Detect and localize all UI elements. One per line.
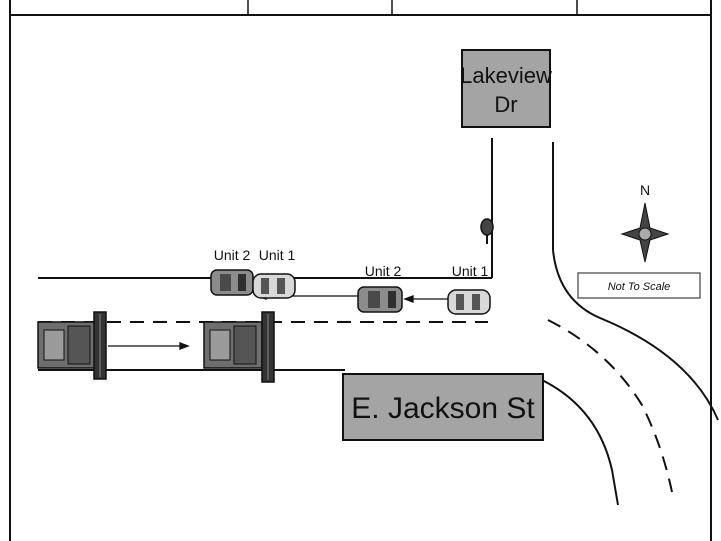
unit2-before-label: Unit 2 (365, 263, 402, 279)
corner-curve-south (541, 379, 619, 506)
unit1-before-label: Unit 1 (452, 263, 489, 279)
corner-curve-east (552, 249, 719, 421)
lakeview-sign-line2: Dr (494, 92, 517, 117)
unit1-impact-car (252, 273, 296, 299)
unit1-impact-label: Unit 1 (259, 247, 296, 263)
jackson-sign: E. Jackson St (342, 373, 544, 441)
unit1-before-car (447, 289, 491, 315)
scale-note: Not To Scale (577, 272, 701, 299)
unit2-before-car (357, 286, 403, 313)
truck-right (203, 311, 275, 383)
truck-left (37, 311, 107, 380)
curve-center-dashes (547, 319, 673, 493)
post-head (480, 218, 494, 236)
traffic-post (480, 218, 494, 244)
compass-north-label: N (640, 182, 650, 198)
lane-lines (38, 319, 673, 493)
scale-note-text: Not To Scale (608, 281, 671, 293)
unit2-impact-label: Unit 2 (214, 247, 251, 263)
jackson-sign-text: E. Jackson St (351, 392, 535, 425)
lakeview-sign-line1: Lakeview (460, 63, 552, 88)
compass-rose: N (620, 182, 670, 263)
lakeview-sign: Lakeview Dr (460, 49, 552, 128)
page-frame (9, 0, 712, 541)
unit2-impact-car (210, 269, 254, 296)
